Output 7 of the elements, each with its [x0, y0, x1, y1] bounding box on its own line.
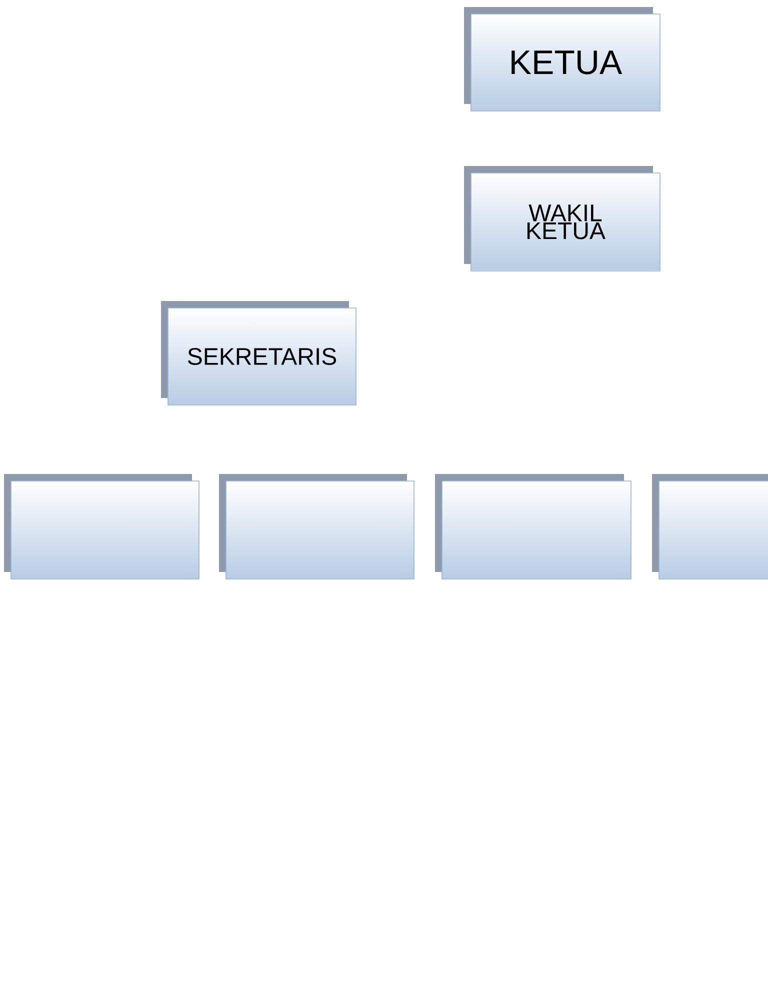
title-box: WAKIL KETUA [464, 166, 660, 272]
empty-box [435, 474, 632, 580]
title-box: KETUA [464, 6, 660, 112]
empty-box [219, 474, 414, 580]
empty-box [652, 474, 768, 580]
title-box: SEKRETARIS [161, 301, 356, 406]
empty-box [4, 474, 200, 580]
